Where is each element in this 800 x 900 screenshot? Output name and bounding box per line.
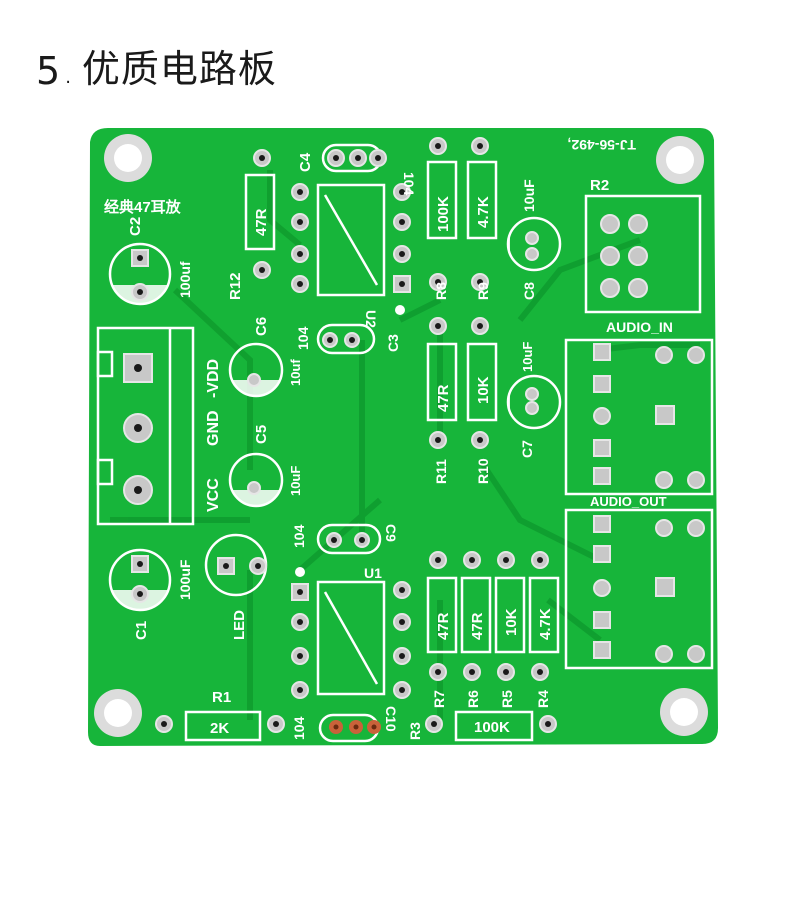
value-c6: 10uf <box>288 359 303 386</box>
value-r9: 4.7K <box>475 196 492 228</box>
label-c10: C10 <box>383 706 399 732</box>
solder-pads <box>123 137 705 734</box>
label-audio-out: AUDIO_OUT <box>590 494 667 509</box>
label-c1: C1 <box>133 621 150 640</box>
label-u1: U1 <box>364 565 382 581</box>
label-c2: C2 <box>127 217 144 236</box>
label-r4: R4 <box>535 690 551 708</box>
value-c2: 100uf <box>177 261 193 298</box>
heading-title: 优质电路板 <box>81 47 277 91</box>
value-r6: 47R <box>469 612 486 640</box>
label-vdd: -VDD <box>205 359 222 398</box>
value-r10: 10K <box>475 376 492 404</box>
label-r10: R10 <box>475 458 491 484</box>
heading-dot: . <box>65 67 72 88</box>
label-vcc: VCC <box>205 478 222 512</box>
label-c4: C4 <box>297 152 314 172</box>
pcb-board <box>88 128 718 746</box>
label-r9: R9 <box>475 282 491 300</box>
label-c7: C7 <box>519 440 535 458</box>
value-c8: 10uF <box>521 179 537 212</box>
label-u2: U2 <box>363 310 379 328</box>
value-r11: 47R <box>435 384 452 412</box>
value-r3: 100K <box>474 719 510 736</box>
label-r12: R12 <box>227 272 244 300</box>
label-r1: R1 <box>212 689 231 706</box>
value-r8: 100K <box>435 196 452 232</box>
label-led: LED <box>231 610 248 640</box>
label-r2: R2 <box>590 177 609 194</box>
mounting-holes <box>94 134 708 737</box>
value-c9: 104 <box>291 524 307 548</box>
label-r8: R8 <box>433 282 449 300</box>
label-r5: R5 <box>499 690 515 708</box>
value-c1: 100uF <box>177 559 193 600</box>
heading-number: 5 <box>36 49 62 93</box>
value-r7: 47R <box>435 612 452 640</box>
board-version: TJ-56-492, <box>568 137 636 153</box>
label-audio-in: AUDIO_IN <box>606 319 673 335</box>
u2-pin1-dot <box>395 305 405 315</box>
label-c6: C6 <box>253 317 270 336</box>
u1-pin1-dot <box>295 567 305 577</box>
label-gnd: GND <box>205 410 222 446</box>
silkscreen-text: 经典47耳放 TJ-56-492, C2 100uf R12 47R C4 10… <box>104 137 673 740</box>
value-c4: 104 <box>401 172 417 196</box>
value-r12: 47R <box>253 208 270 236</box>
value-r4: 4.7K <box>537 608 554 640</box>
label-c3: C3 <box>385 334 401 352</box>
label-c9: C9 <box>383 524 399 542</box>
board-title: 经典47耳放 <box>104 198 182 216</box>
value-r1: 2K <box>210 720 229 737</box>
label-c8: C8 <box>521 282 537 300</box>
value-c7: 10uF <box>520 342 535 372</box>
label-r7: R7 <box>431 690 447 708</box>
label-c5: C5 <box>253 425 270 444</box>
value-c3: 104 <box>295 326 311 350</box>
label-r3: R3 <box>407 722 423 740</box>
value-r5: 10K <box>503 608 520 636</box>
value-c10: 104 <box>291 716 307 740</box>
page-heading: 5 . 优质电路板 <box>36 38 277 93</box>
value-c5: 10uF <box>288 466 303 496</box>
label-r11: R11 <box>433 459 449 484</box>
label-r6: R6 <box>465 690 481 708</box>
